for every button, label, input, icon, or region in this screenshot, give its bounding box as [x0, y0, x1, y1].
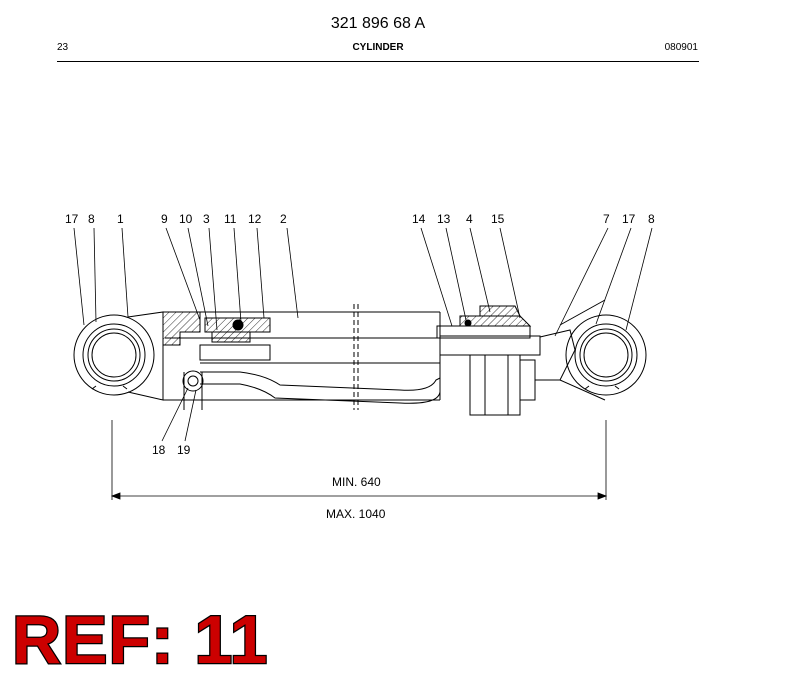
piston-section [436, 305, 541, 416]
callout-13: 13 [437, 212, 451, 226]
left-eye [73, 311, 164, 401]
callout-9: 9 [161, 212, 168, 226]
callout-19: 19 [177, 443, 191, 457]
section-title: CYLINDER [352, 42, 404, 53]
callout-leaders [73, 227, 653, 442]
ref-stamp: REF: 11 [11, 602, 269, 678]
callout-14: 14 [412, 212, 426, 226]
callout-15: 15 [491, 212, 505, 226]
hydraulic-line [182, 370, 441, 410]
callout-10: 10 [179, 212, 193, 226]
piston-rod [535, 299, 606, 401]
part-number: 321 896 68 A [330, 15, 426, 32]
callout-2: 2 [280, 212, 287, 226]
callout-17-right: 17 [622, 212, 636, 226]
callout-4: 4 [466, 212, 473, 226]
callout-12: 12 [248, 212, 262, 226]
callout-3: 3 [203, 212, 210, 226]
callout-1: 1 [117, 212, 124, 226]
dimension-max: MAX. 1040 [326, 507, 386, 521]
callout-11: 11 [224, 212, 237, 226]
page-number: 23 [57, 42, 69, 53]
dimension-min: MIN. 640 [332, 475, 381, 489]
right-eye [565, 314, 647, 396]
dimension-lines [110, 420, 608, 500]
header-rule [57, 61, 699, 62]
callout-7: 7 [603, 212, 610, 226]
callouts-top-right: 14 13 4 15 7 17 8 [412, 212, 655, 226]
date-code: 080901 [664, 42, 698, 53]
cylinder-head-section [162, 311, 271, 361]
callouts-bottom: 18 19 [152, 443, 191, 457]
callout-17-left: 17 [65, 212, 79, 226]
callouts-top-left: 17 8 1 9 10 3 11 12 2 [65, 212, 287, 226]
callout-8-right: 8 [648, 212, 655, 226]
callout-8-left: 8 [88, 212, 95, 226]
cylinder-barrel [163, 304, 441, 410]
callout-18: 18 [152, 443, 166, 457]
